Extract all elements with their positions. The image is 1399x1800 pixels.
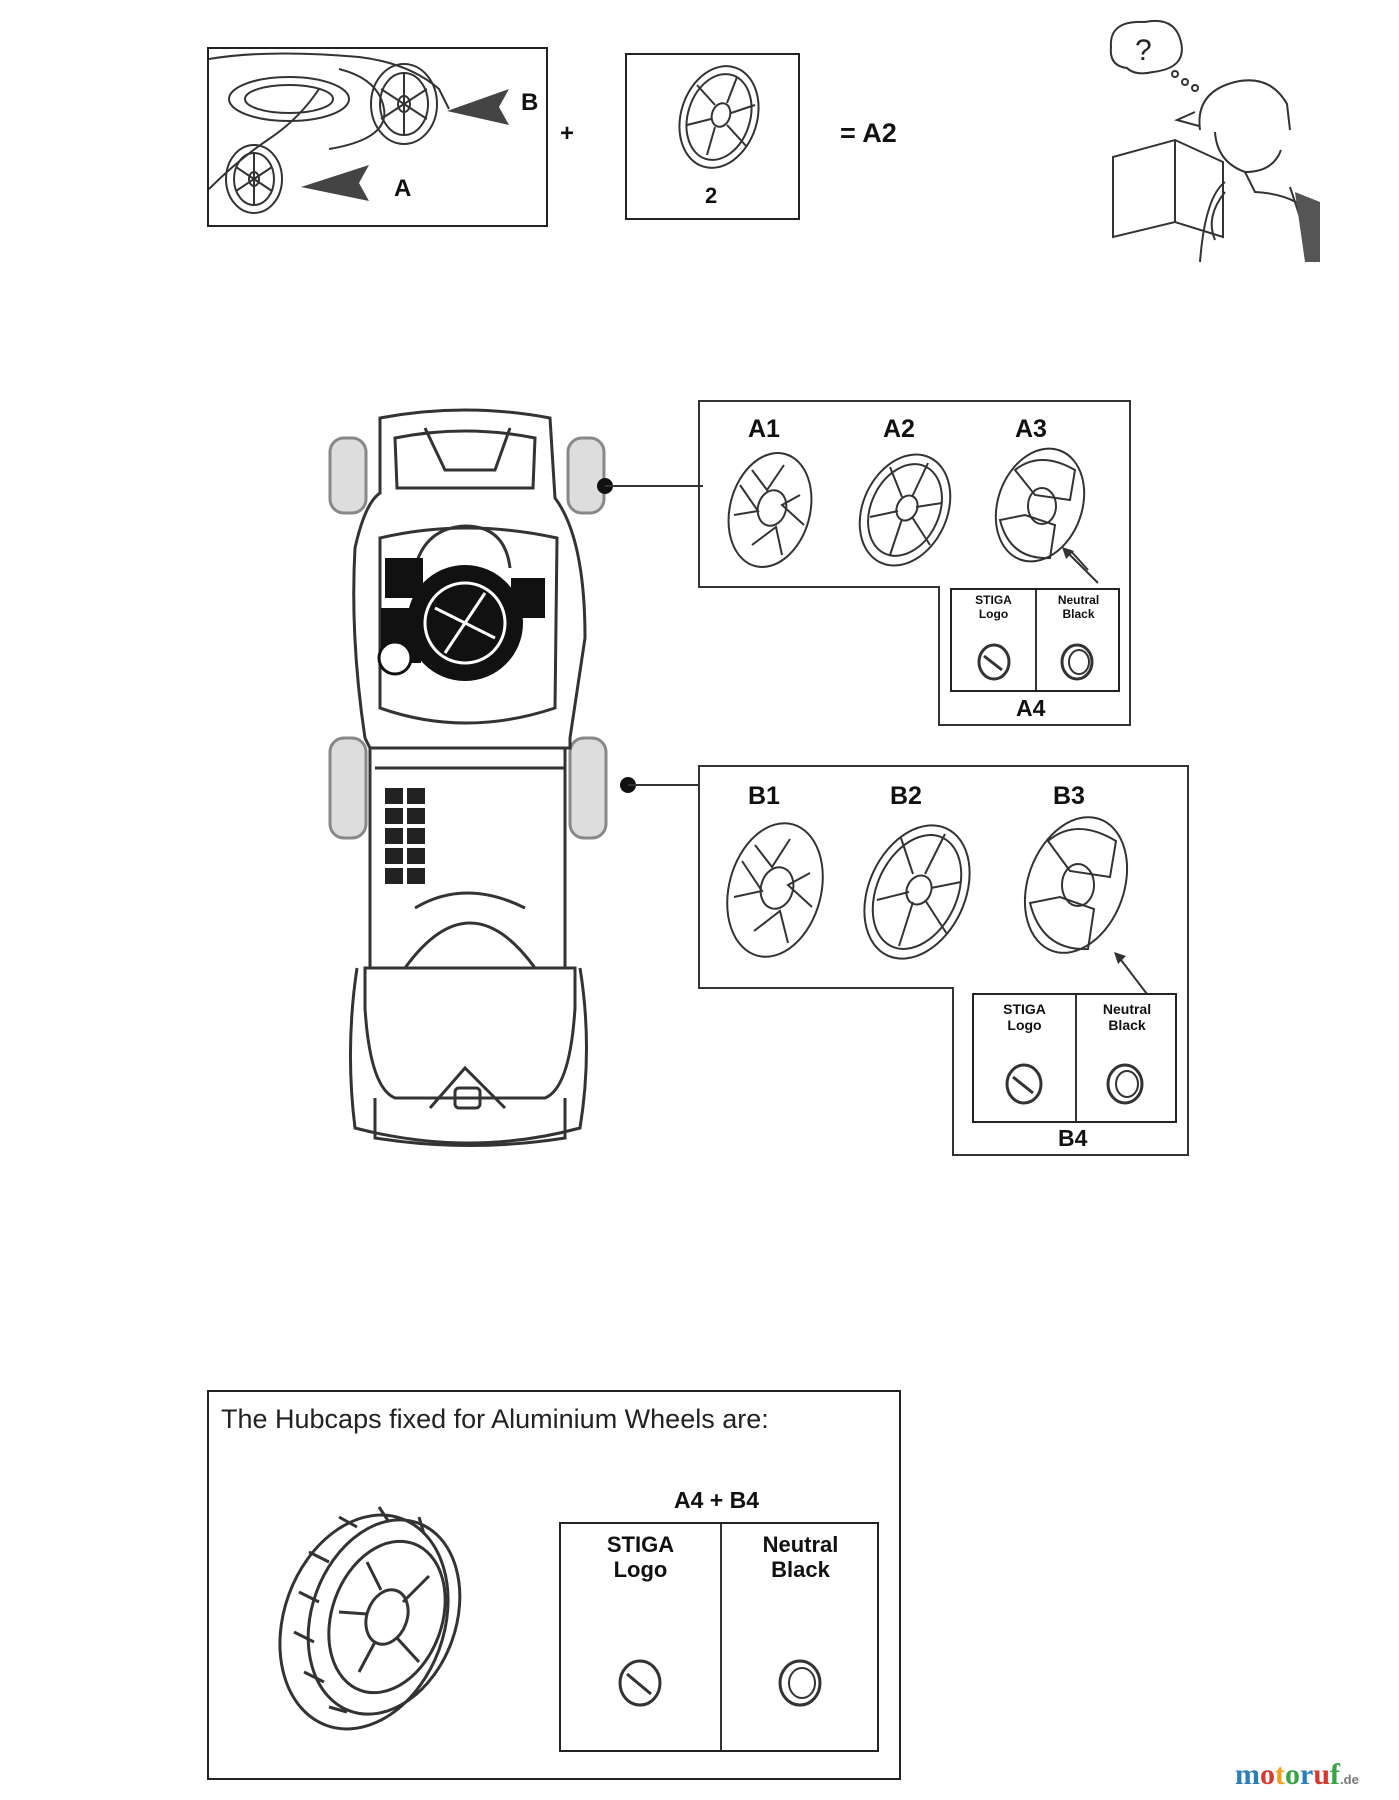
rear-group-outline	[698, 765, 1189, 1156]
b4-stiga-insert-icon	[1005, 1063, 1043, 1105]
b4-neutral-insert-icon	[1106, 1063, 1144, 1105]
hubcap-a1-icon	[727, 452, 813, 568]
hubcap-a3-icon	[994, 447, 1089, 571]
a4-insert-table: STIGA Logo Neutral Black	[950, 588, 1120, 692]
label-a1: A1	[748, 415, 780, 443]
aluminium-wheels-panel: The Hubcaps fixed for Aluminium Wheels a…	[207, 1390, 901, 1780]
neutral-black-label: Neutral Black	[762, 1532, 839, 1583]
front-wheel-icon	[225, 144, 283, 214]
rear-wheel-icon	[370, 63, 438, 145]
result-label: = A2	[840, 118, 897, 148]
hubcap-a2-icon	[858, 453, 952, 567]
warning-label-icon	[385, 788, 425, 884]
label-b1: B1	[748, 782, 780, 810]
aluminium-wheels-title: The Hubcaps fixed for Aluminium Wheels a…	[221, 1404, 769, 1434]
b4-insert-table: STIGA Logo Neutral Black	[972, 993, 1177, 1123]
a4-pointer-arrow	[1062, 547, 1099, 584]
front-wheel-connector	[597, 478, 703, 494]
label-a3: A3	[1015, 415, 1047, 443]
hubcap-b2-icon	[863, 824, 971, 960]
label-a4: A4	[1016, 695, 1046, 721]
label-a: A	[394, 175, 412, 202]
a4-stiga-insert-icon	[977, 643, 1011, 681]
a4-b4-label: A4 + B4	[674, 1487, 760, 1513]
label-a2: A2	[883, 415, 915, 443]
stiga-logo-label: STIGA Logo	[606, 1532, 675, 1583]
hubcap-b3-icon	[1023, 816, 1129, 954]
motoruf-logo: motoruf.de	[1235, 1758, 1359, 1792]
plus-sign: +	[560, 120, 575, 147]
mower-wheels-panel: B A	[207, 47, 548, 227]
b4-neutral-black-label: Neutral Black	[1102, 1001, 1152, 1034]
reading-person-icon: ?	[1109, 20, 1320, 263]
hubcap-2-panel: 2	[625, 53, 800, 220]
question-mark: ?	[1135, 34, 1152, 67]
label-b2: B2	[890, 782, 922, 810]
a4-neutral-black-label: Neutral Black	[1057, 593, 1100, 621]
hubcap-2-icon	[678, 65, 760, 169]
label-b: B	[521, 89, 539, 116]
part-number-2: 2	[705, 183, 718, 208]
aluminium-wheel-icon	[278, 1506, 462, 1731]
mower-wheels-illustration	[209, 52, 509, 214]
brand-tld: .de	[1340, 1772, 1359, 1787]
stiga-insert-icon	[618, 1659, 662, 1707]
a4-neutral-insert-icon	[1060, 643, 1094, 681]
label-b3: B3	[1053, 782, 1085, 810]
brand-name: motoruf	[1235, 1758, 1341, 1791]
mower-top-view	[328, 408, 608, 1147]
neutral-insert-icon	[778, 1659, 822, 1707]
b4-pointer-arrow	[1114, 952, 1151, 999]
hubcap-b1-icon	[726, 822, 824, 958]
a4-stiga-logo-label: STIGA Logo	[975, 593, 1012, 621]
rear-wheel-connector	[620, 777, 698, 793]
a4-b4-insert-table: STIGA Logo Neutral Black	[559, 1522, 879, 1752]
b4-stiga-logo-label: STIGA Logo	[1003, 1001, 1046, 1034]
label-b4: B4	[1058, 1125, 1088, 1151]
front-group-outline	[698, 400, 1131, 726]
